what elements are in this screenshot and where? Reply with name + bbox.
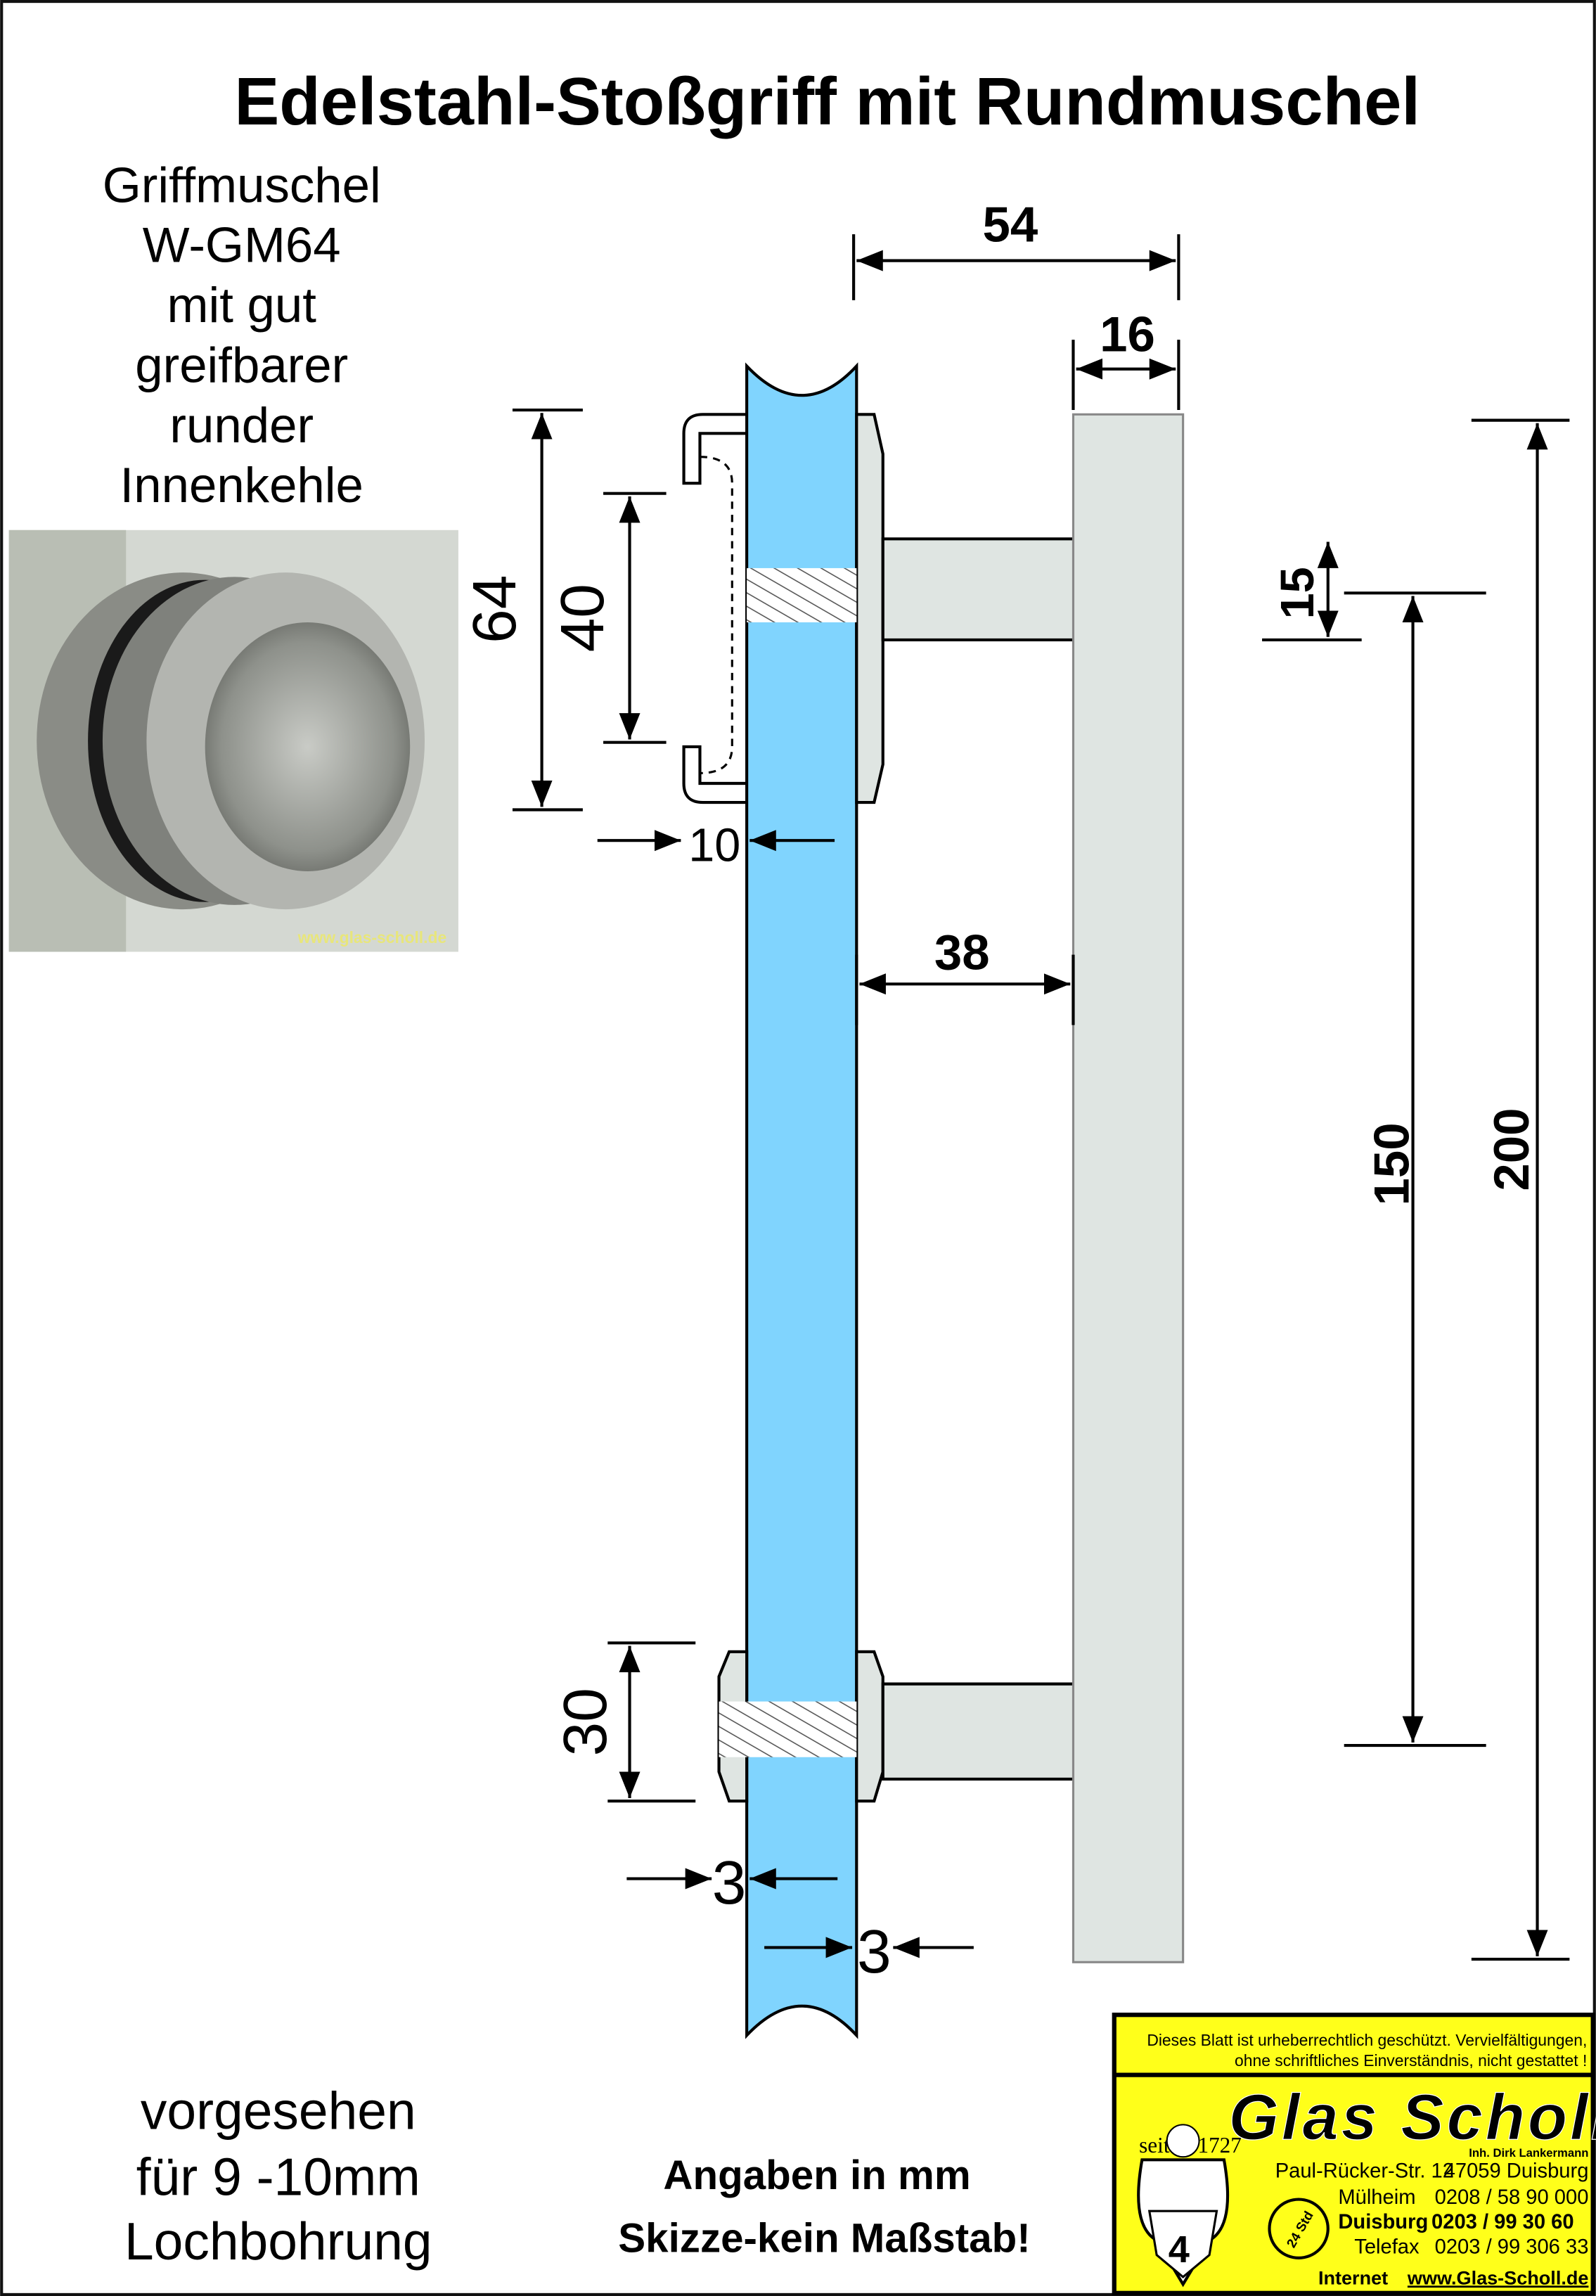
dimension-64: 64 — [460, 408, 583, 812]
dimension-label: 3 — [857, 1917, 892, 1986]
website-link[interactable]: www.Glas-Scholl.de — [1407, 2267, 1589, 2288]
side-text-line: mit gut — [167, 278, 317, 333]
since-label: seit — [1139, 2133, 1170, 2157]
dimension-200: 200 — [1471, 418, 1570, 1961]
photo-watermark: www.glas-scholl.de — [297, 928, 447, 947]
dimension-16: 16 — [1071, 307, 1180, 411]
dimension-40: 40 — [548, 492, 667, 744]
standoff-top — [881, 537, 1098, 642]
owner-label: Inh. Dirk Lankermann — [1469, 2146, 1588, 2160]
brand-logo: Glas Scholl — [1229, 2082, 1596, 2153]
phone-label: Duisburg — [1338, 2211, 1428, 2233]
copyright-line: ohne schriftliches Einverständnis, nicht… — [1235, 2051, 1587, 2070]
note-line: Angaben in mm — [663, 2153, 970, 2198]
units-note: Angaben in mm Skizze-kein Maßstab! — [618, 2153, 1030, 2262]
side-text-line: W-GM64 — [143, 218, 341, 274]
dimension-label: 38 — [934, 925, 990, 980]
bolt-hole-top — [747, 567, 857, 622]
dimension-15: 15 — [1262, 541, 1362, 642]
glass-pane — [745, 362, 858, 2039]
fax-label: Telefax — [1354, 2236, 1420, 2259]
phone-number: 0203 / 99 30 60 — [1431, 2211, 1574, 2233]
dimension-150: 150 — [1344, 591, 1486, 1747]
grip-cup — [682, 413, 747, 485]
standoff-bottom — [881, 1682, 1098, 1781]
dimension-label: 15 — [1272, 567, 1324, 619]
side-text-line: Griffmuschel — [103, 158, 381, 213]
side-description: Griffmuschel W-GM64 mit gut greifbarer r… — [103, 158, 381, 513]
side-text-line: Innenkehle — [120, 458, 363, 513]
dimension-label: 54 — [983, 198, 1038, 253]
dimension-label: 10 — [688, 819, 740, 871]
coat-of-arms-logo: seit 1727 4 — [1137, 2124, 1242, 2288]
bottom-left-note: vorgesehen für 9 -10mm Lochbohrung — [124, 2082, 432, 2271]
dimension-3-plate: 3 — [764, 1917, 974, 1986]
side-text-line: runder — [169, 398, 314, 454]
phone-label: Mülheim — [1338, 2186, 1415, 2209]
note-line: Skizze-kein Maßstab! — [618, 2216, 1030, 2262]
handle-bar — [1071, 413, 1185, 1963]
svg-text:4: 4 — [1169, 2228, 1190, 2271]
dimension-3-glass: 3 — [626, 1848, 838, 1917]
dimension-38: 38 — [855, 925, 1075, 1025]
note-line: Lochbohrung — [124, 2212, 432, 2271]
phone-number: 0208 / 58 90 000 — [1435, 2186, 1589, 2209]
year-label: 1727 — [1197, 2133, 1241, 2157]
city-label: 47059 Duisburg — [1444, 2160, 1589, 2182]
copyright-line: Dieses Blatt ist urheberrechtlich geschü… — [1147, 2031, 1587, 2049]
backing-plate — [855, 413, 884, 804]
side-text-line: greifbarer — [135, 338, 348, 393]
product-photo: www.glas-scholl.de — [8, 530, 458, 952]
dimension-30: 30 — [551, 1641, 696, 1803]
dimension-10: 10 — [597, 819, 835, 871]
dimension-label: 40 — [548, 584, 617, 652]
note-line: vorgesehen — [141, 2082, 416, 2141]
page-title: Edelstahl-Stoßgriff mit Rundmuschel — [234, 64, 1420, 139]
bolt-hole-bottom — [719, 1701, 857, 1757]
dimension-label: 3 — [712, 1848, 747, 1917]
dimension-label: 64 — [460, 575, 529, 643]
internet-label: Internet — [1318, 2267, 1388, 2288]
dimension-label: 30 — [551, 1688, 619, 1756]
note-line: für 9 -10mm — [136, 2147, 420, 2206]
dimension-54: 54 — [852, 198, 1180, 300]
dimension-label: 16 — [1100, 307, 1155, 363]
fax-number: 0203 / 99 306 33 — [1435, 2236, 1589, 2259]
dimension-label: 150 — [1364, 1122, 1420, 1205]
dimension-label: 200 — [1484, 1108, 1540, 1191]
street-label: Paul-Rücker-Str. 12 — [1275, 2160, 1454, 2182]
company-footer: Dieses Blatt ist urheberrechtlich geschü… — [1112, 2013, 1596, 2295]
